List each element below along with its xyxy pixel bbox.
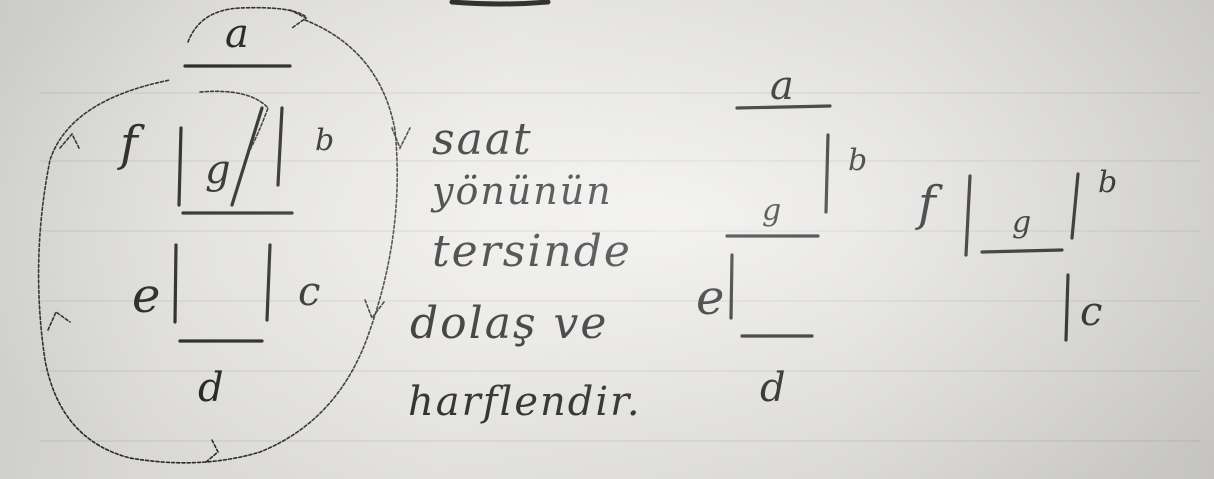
segment-b-line [1070,172,1080,240]
segment-a-line [735,104,832,110]
ruled-line [40,230,1200,232]
seven-segment-partial-2 [964,172,1080,342]
segment-label-c: c [1080,289,1103,335]
note-line-3: tersinde [432,226,632,277]
ruled-line [40,440,1200,442]
loop-inner [199,90,269,151]
arrow-head [47,310,71,331]
segment-label-a: a [770,63,794,109]
arrow-head [391,127,411,150]
segment-c-line [1064,273,1070,342]
ruled-line [40,92,1200,94]
segment-f-line [964,174,972,257]
note-line-5: harflendir. [408,379,642,425]
note-line-2: yönünün [432,169,613,213]
segment-label-f: f [918,176,936,232]
segment-e-line [173,243,178,324]
seven-segment-partial-1 [725,104,832,338]
note-line-1: saat [432,114,533,165]
segment-label-d: d [760,365,786,411]
arrow-head [364,299,385,320]
segment-label-g: g [1012,205,1032,240]
segment-label-e: e [696,270,725,326]
note-line-4: dolaş ve [410,298,609,349]
loop-right [37,19,398,464]
segment-e-line [729,253,734,320]
segment-b-line [276,106,284,187]
segment-label-d: d [198,365,224,411]
segment-label-b: b [1098,165,1118,200]
arrow-head [289,9,308,29]
segment-label-f: f [120,116,138,172]
segment-label-a: a [225,11,249,57]
ruled-line [40,160,1200,162]
segment-g-line [980,248,1064,254]
segment-label-c: c [298,269,321,315]
ruled-line [40,370,1200,372]
segment-f-line [177,126,183,207]
arrow-head [205,439,219,463]
ruled-line [40,300,1200,302]
segment-label-g: g [762,193,782,228]
arrow-head [59,132,81,151]
segment-c-line [265,243,272,322]
segment-label-e: e [132,268,161,324]
segment-b-line [824,133,830,214]
counterclockwise-path [37,6,411,464]
segment-label-b: b [848,143,868,178]
top-edge-stroke [449,0,551,7]
segment-label-g: g [205,147,231,193]
segment-g-slash [230,106,264,207]
segment-label-b: b [315,123,335,158]
seven-segment-full [173,64,294,343]
